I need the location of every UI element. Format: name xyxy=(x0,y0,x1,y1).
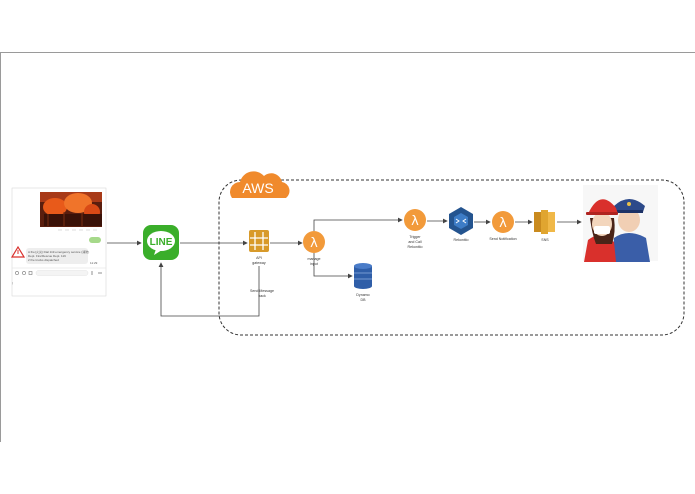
dynamo-label-1: Dynamo xyxy=(356,293,369,297)
aws-cloud-icon: AWS xyxy=(229,171,290,198)
svg-text:λ: λ xyxy=(411,214,419,229)
dynamo-label-2: DB xyxy=(361,298,367,302)
aws-cloud-label: AWS xyxy=(242,180,273,196)
scroll-marker: | xyxy=(12,281,13,285)
lambda-send-notification-icon: λ xyxy=(492,211,514,233)
warning-icon xyxy=(10,245,26,258)
arrow-lambda-to-trigger xyxy=(313,217,403,231)
message-input[interactable] xyxy=(35,270,89,276)
send-notification-label: Send Notification xyxy=(489,237,516,241)
arrow-lambda-to-dynamo xyxy=(313,253,353,279)
rekognition-icon xyxy=(449,207,473,235)
chat-bubble xyxy=(26,248,88,264)
svg-text:λ: λ xyxy=(499,216,507,231)
sticker-reply xyxy=(89,237,101,243)
lambda-manage-input-icon: λ xyxy=(303,231,325,253)
send-message-back-label-2: back xyxy=(258,294,266,298)
emergency-responders-image xyxy=(583,185,658,262)
api-gateway-label-2: gateway xyxy=(252,261,266,265)
sns-icon xyxy=(534,210,555,234)
trigger-label-3: Rekonitio xyxy=(408,245,423,249)
svg-text:λ: λ xyxy=(310,236,318,251)
send-message-back-label-1: Send Message xyxy=(250,289,274,293)
chat-time: 11:29 xyxy=(90,261,98,265)
line-app-label: LINE xyxy=(150,237,173,248)
image-icon[interactable] xyxy=(28,271,33,275)
line-app-icon: LINE xyxy=(143,225,179,260)
chat-line-3: 2 fire trucks dispatched xyxy=(28,258,59,262)
phone-screenshot: A fire(火災) Dial 119 emergency service (消… xyxy=(10,187,107,297)
dynamodb-icon xyxy=(354,263,372,289)
api-gateway-icon xyxy=(249,230,269,252)
canvas-frame xyxy=(0,52,695,442)
api-gateway-label-1: API xyxy=(256,256,262,260)
trigger-label-1: Trigger xyxy=(409,235,421,239)
chat-line-2: Dept. Fire/Rescue Dept. 119 xyxy=(28,254,66,258)
rekognition-label: Rekonitio xyxy=(454,238,469,242)
lambda-trigger-icon: λ xyxy=(404,209,426,231)
chat-line-1: A fire(火災) Dial 119 emergency service (消… xyxy=(28,249,89,254)
trigger-label-2: and Call xyxy=(408,240,421,244)
fire-photo xyxy=(40,192,102,227)
sns-label: SNS xyxy=(541,238,549,242)
add-icon[interactable] xyxy=(15,271,19,275)
camera-icon[interactable] xyxy=(22,271,26,275)
arrow-send-back-to-line xyxy=(158,262,260,317)
aws-boundary xyxy=(218,179,685,336)
